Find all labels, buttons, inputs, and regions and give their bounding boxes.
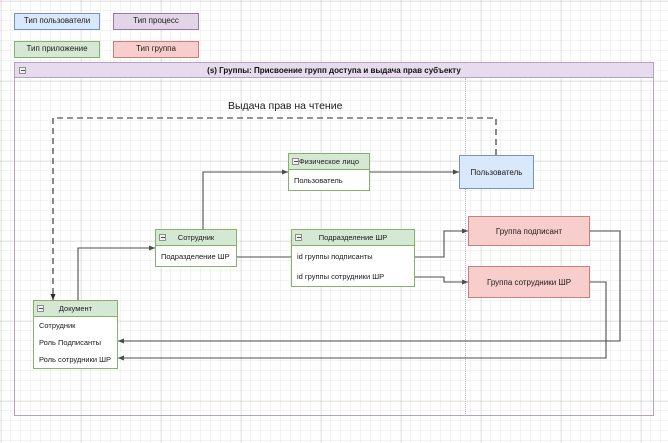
entity-row[interactable]: Сотрудник [34,317,117,334]
collapse-icon[interactable] [295,234,302,241]
entity-title: Подразделение ШР [318,233,388,242]
collapse-icon[interactable] [292,158,299,165]
entity-row[interactable]: id группы сотрудники ШР [292,266,414,286]
node-gruppa-podpisant[interactable]: Группа подписант [468,216,590,246]
node-gruppa-sotrudniki-shr[interactable]: Группа сотрудники ШР [468,266,590,298]
entity-row[interactable]: id группы подписанты [292,246,414,266]
entity-title: Физическое лицо [298,157,360,166]
legend-chip-group-type: Тип группа [113,41,199,58]
collapse-icon[interactable] [19,67,26,74]
swimlane-title-label: (s) Группы: Присвоение групп доступа и в… [207,65,461,75]
legend-chip-process-type: Тип процесс [113,13,199,30]
swimlane-title-bar: (s) Группы: Присвоение групп доступа и в… [15,63,653,78]
collapse-icon[interactable] [37,305,44,312]
node-label: Пользователь [470,167,523,177]
entity-title: Сотрудник [177,233,215,242]
entity-header: Документ [34,301,117,317]
legend-label: Тип группа [136,44,176,54]
entity-dokument[interactable]: Документ Сотрудник Роль Подписанты Роль … [33,300,118,369]
entity-row[interactable]: Роль Подписанты [34,334,117,351]
legend-chip-user-type: Тип пользователи [14,13,100,30]
node-label: Группа подписант [495,226,563,236]
entity-header: Физическое лицо [289,154,369,170]
legend-label: Тип пользователи [23,16,91,26]
entity-title: Документ [58,304,93,313]
node-polzovatel[interactable]: Пользователь [459,155,534,189]
entity-row[interactable]: Подразделение ШР [156,246,236,266]
legend-chip-application-type: Тип приложение [14,41,100,58]
entity-row[interactable]: Роль сотрудники ШР [34,351,117,368]
entity-row[interactable]: Пользователь [289,170,369,190]
entity-header: Сотрудник [156,230,236,246]
entity-fizicheskoe-lico[interactable]: Физическое лицо Пользователь [288,153,370,191]
legend-label: Тип процесс [133,16,179,26]
collapse-icon[interactable] [159,234,166,241]
legend-label: Тип приложение [26,44,88,54]
entity-sotrudnik[interactable]: Сотрудник Подразделение ШР [155,229,237,267]
swimlane-container: (s) Группы: Присвоение групп доступа и в… [14,62,654,416]
entity-podrazdelenie-shr[interactable]: Подразделение ШР id группы подписанты id… [291,229,415,287]
entity-header: Подразделение ШР [292,230,414,246]
lane-heading-label: Выдача прав на чтение [228,100,343,112]
node-label: Группа сотрудники ШР [486,277,572,287]
vertical-guide-line [465,78,466,416]
